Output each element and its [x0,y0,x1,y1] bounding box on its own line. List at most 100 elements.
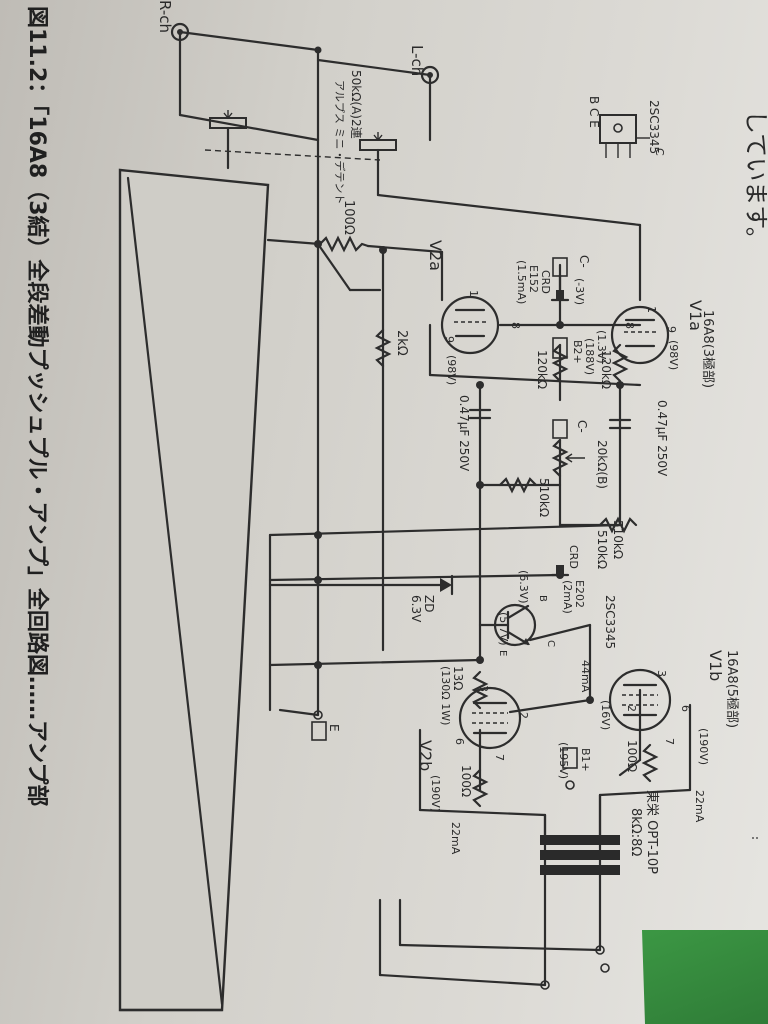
v1a-pin-9: 9 [665,326,678,333]
v2a-pin-1: 1 [467,290,480,297]
tube-v2b [458,686,522,750]
v1b-pin-7: 7 [663,738,676,745]
v1b-name: V1b [706,650,725,681]
label-r-emitter-note: (130Ω 1W) [439,666,452,725]
crd1-name: CRD [539,270,552,294]
label-c-couple2: 0.47μF 250V [655,400,669,477]
volume-value: 50kΩ(A)2連 [349,70,363,139]
tube-v2a [440,295,500,355]
resistor-100ohm-cathode-a [641,743,659,783]
v2b-pin-6: 6 [453,738,466,745]
transistor-pinout [599,114,650,158]
output-transformer [540,793,620,875]
terminal-c-minus-1 [552,257,568,277]
v1b-pin-6: 6 [679,705,692,712]
v1b-screen-v: (16V) [599,700,612,730]
label-r-grid2: 2kΩ [394,330,409,356]
zener-name: ZD [422,595,436,612]
v1a-cathode-v: (1.3V) [595,330,608,364]
v1b-plate-v: (190V) [697,728,710,765]
crd2-name: CRD [567,545,580,569]
pot-20kohm [551,438,585,478]
r-ch-label: R-ch [156,0,174,33]
transistor-pin-c: C [545,640,556,647]
crd2-part: E202 [573,580,586,608]
label-r-load2: 120kΩ [599,350,613,389]
terminal-e [311,710,327,741]
b2-plus-voltage: (188V) [583,338,596,375]
transistor-pin-b: B [537,595,548,602]
tube-v1a [610,305,670,365]
terminal-b1-plus [562,747,578,790]
v1b-pin-2: 2 [625,705,638,712]
v1a-name: V1a [686,300,705,331]
current-i1: 22mA [693,790,706,823]
b1-plus-voltage: (195V) [557,742,570,779]
volume-pot-left [209,110,247,129]
label-r-grid: 100Ω [341,200,356,235]
junction-dots [314,46,624,704]
opt-name: 東栄 OPT-10P [644,790,660,874]
resistor-100ohm-cathode-b [471,768,489,808]
tube-v1b [608,668,672,732]
v2a-name: V2a [426,240,445,271]
label-r-emitter: 13Ω [451,666,465,690]
label-pot-bias: 20kΩ(B) [595,440,609,489]
transistor-2sc3345 [478,603,537,647]
v2b-pin-3: 3 [477,685,490,692]
label-r-bias2: 510kΩ [595,530,609,569]
resistor-510kohm-b [598,516,638,534]
zener-value: 6.3V [409,595,423,623]
l-ch-input-jack [420,65,440,85]
label-r-cath1: 100Ω [625,740,639,772]
v1a-pin-8: 8 [623,322,636,329]
terminal-b2-plus [552,337,568,359]
transistor-pin-e: E [497,650,508,656]
v1a-type: 16A8(3極部) [700,310,716,388]
pinout-part: 2SC3345 [647,100,661,154]
volume-note: アルプス ミニ・デテント [333,80,347,204]
v1a-pin-1: 1 [645,306,658,313]
terminal-c-minus-1-label: C- [577,255,591,268]
body-text: しています。 [742,110,768,251]
output-terminals [540,945,610,990]
power-amp-triangle [118,168,270,1012]
crd-e152 [550,273,570,302]
v2b-pin-2: 2 [517,712,530,719]
opt-ratio: 8kΩ:8Ω [628,808,643,856]
label-r-cath2: 100Ω [459,765,473,797]
pinout-pins: B C E [587,96,601,128]
resistor-2kohm [374,328,392,368]
capacitor-047uf-b [608,418,632,430]
l-ch-label: L-ch [408,45,426,76]
v2b-name: V2b [416,740,435,771]
label-c-couple1: 0.47μF 250V [457,395,471,472]
v1b-type: 16A8(5極部) [724,650,740,728]
terminal-c-minus-2 [552,419,568,439]
label-r-bias1: 510kΩ [537,478,551,517]
capacitor-047uf-a [468,408,492,420]
crd1-part: E152 [527,265,540,293]
v2a-pin-9: 9 [443,336,456,343]
crd2-current: (2mA) [561,580,574,614]
v1b-pin-3: 3 [655,670,668,677]
v2a-pin-8: 8 [509,322,522,329]
current-i2: 22mA [449,822,462,855]
terminal-e-label: E [327,724,341,732]
figure-caption: 図11.2：「16A8（3結）全段差動プッシュプル・アンプ」全回路図……アンプ部 [24,6,50,806]
v2b-plate-v: (190V) [429,775,442,812]
crd-e202 [550,565,570,577]
resistor-510kohm-a [498,476,538,494]
terminal-c-minus-2-label: C- [575,420,589,433]
zener-diode [440,574,454,596]
v2b-pin-7: 7 [493,754,506,761]
volume-pot-right [359,132,397,151]
v2a-plate-v: (98V) [445,355,458,385]
terminal-b1-plus-label: B1+ [579,748,592,772]
transistor-ve: (5.7V) [497,612,510,646]
pinout-tab: C [653,148,666,156]
v1a-plate-v: (98V) [667,340,680,370]
resistor-120kohm-a [551,343,569,383]
